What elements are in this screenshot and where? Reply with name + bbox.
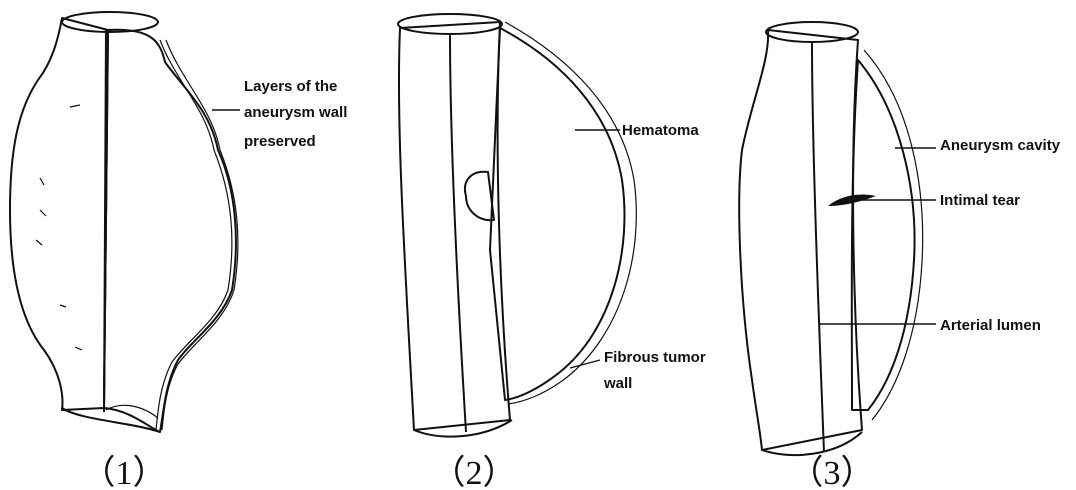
panel-1-right-bulge [103,28,237,433]
label-aneurysm-cavity: Aneurysm cavity [940,137,1061,154]
leader-lines [212,109,936,369]
panel-3-artery [738,29,863,451]
leader-fibrous-wall [569,359,601,369]
panel-numbers: （1） （2） （3） [82,454,875,490]
label-arterial-lumen: Arterial lumen [940,317,1041,334]
panel-number-3: （3） [790,454,875,490]
label-wall-layers-line1: Layers of the [244,78,337,95]
panel-1-outer-wall [9,17,109,411]
label-wall-layers-line3: preserved [244,133,316,150]
panel-3-dissecting-aneurysm [738,21,924,457]
panel-1-true-aneurysm [9,11,239,433]
panel-2-clot [464,170,495,222]
label-intimal-tear: Intimal tear [940,192,1020,209]
panel-number-2: （2） [432,454,517,490]
panel-2-artery [397,21,511,431]
labels: Layers of the aneurysm wall preserved He… [244,78,1061,392]
label-fibrous-wall-line1: Fibrous tumor [604,349,706,366]
panel-2-hematoma-mass [489,27,626,401]
label-hematoma: Hematoma [622,122,699,139]
panel-2-fibrous-wall [504,21,637,405]
panel-number-1: （1） [82,454,167,490]
panel-2-false-aneurysm [397,13,637,438]
label-fibrous-wall-line2: wall [603,375,632,392]
label-wall-layers-line2: aneurysm wall [244,104,347,121]
